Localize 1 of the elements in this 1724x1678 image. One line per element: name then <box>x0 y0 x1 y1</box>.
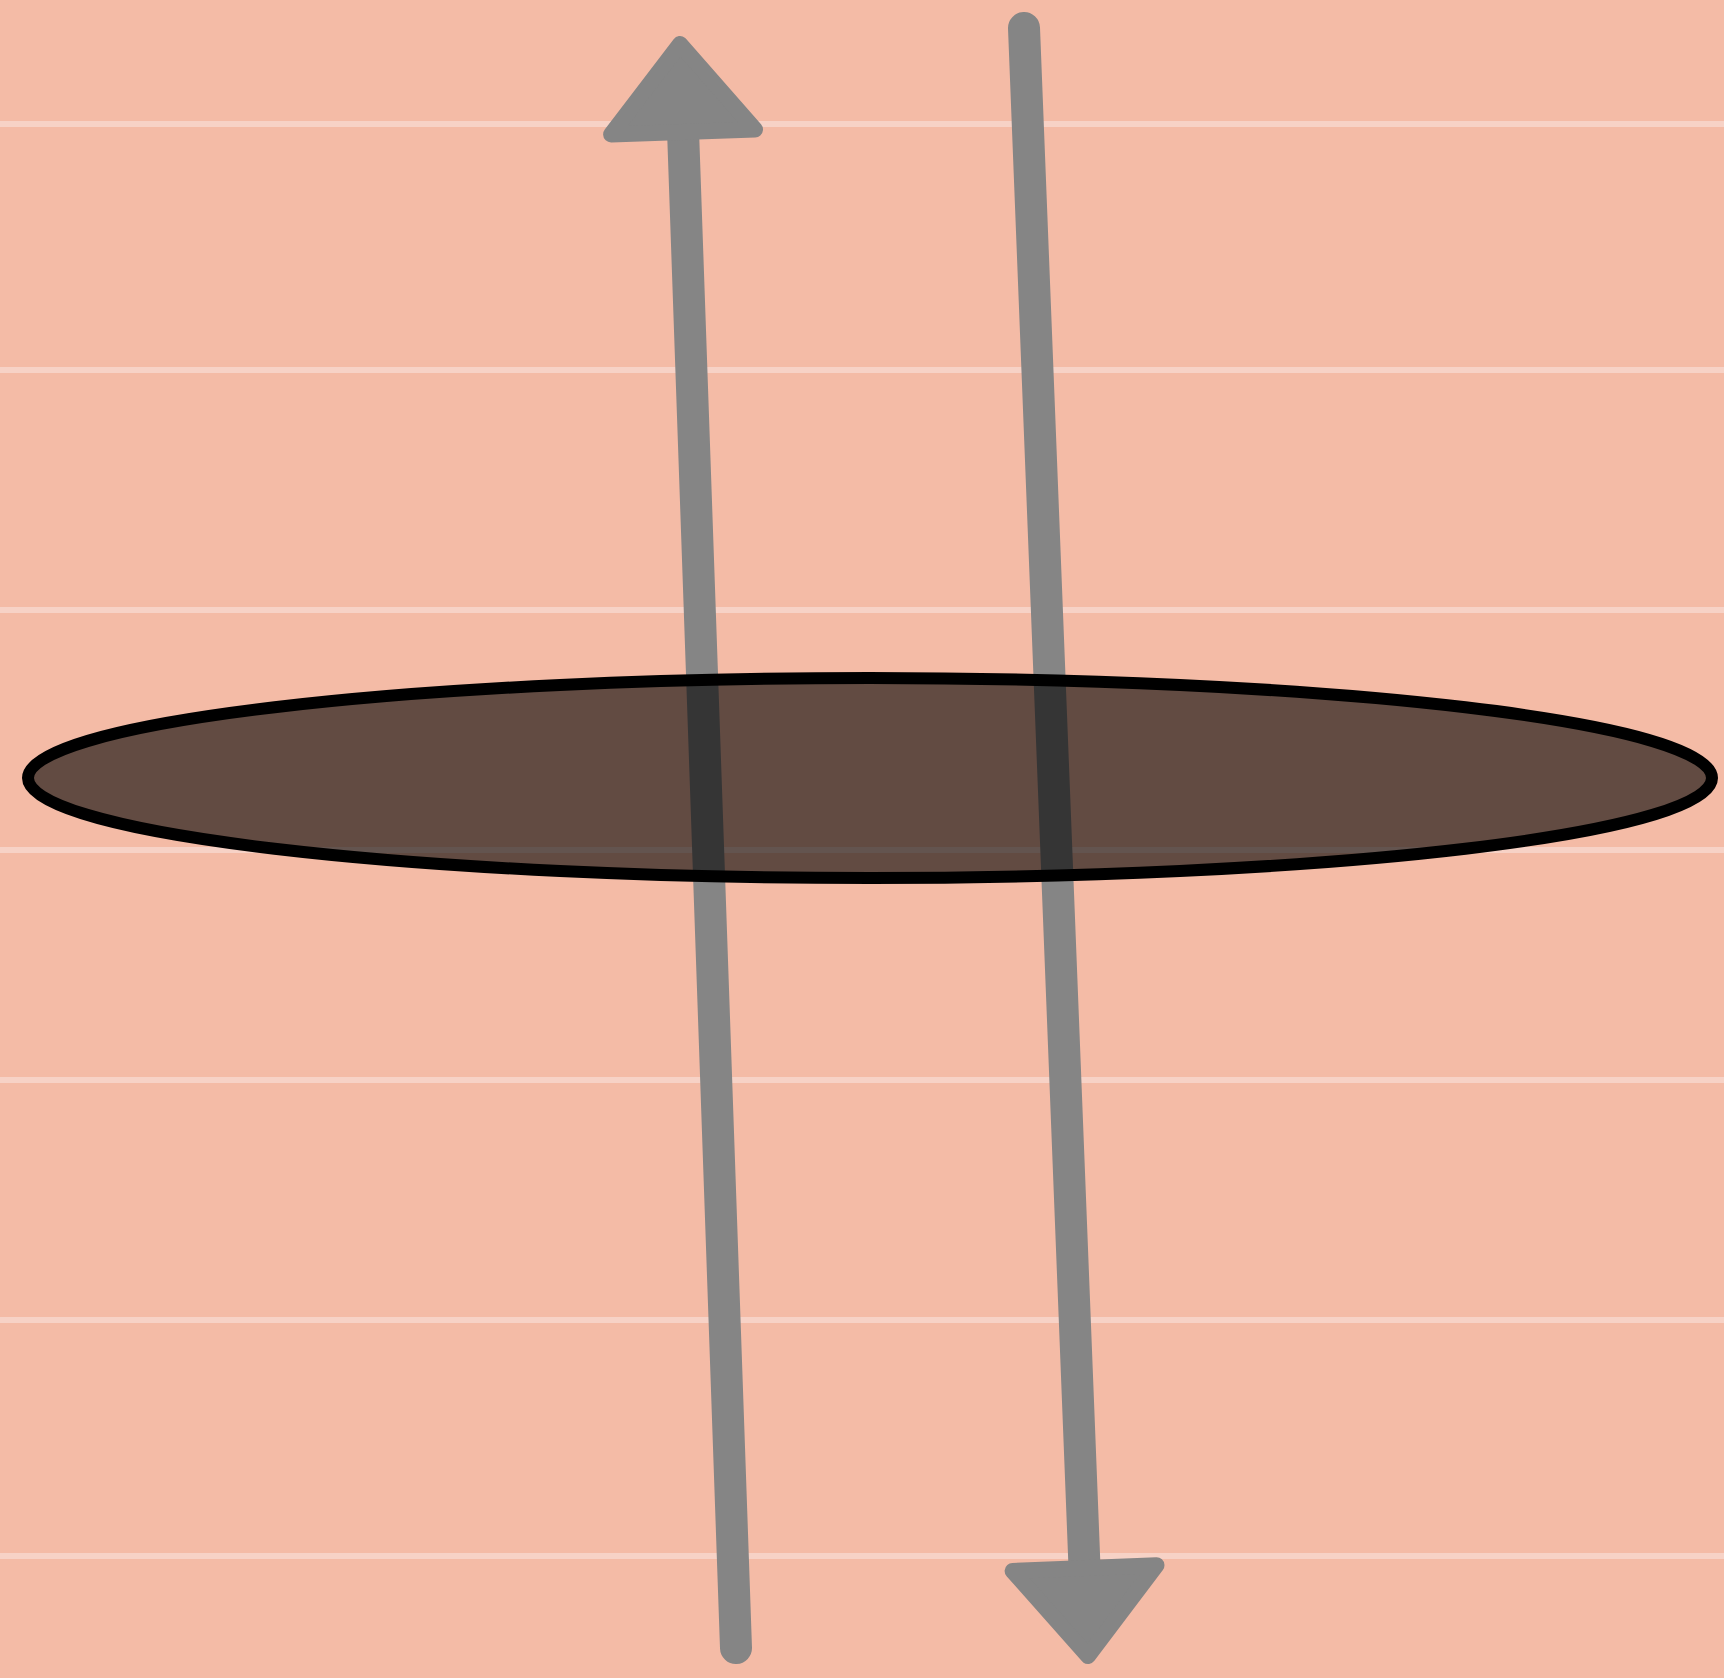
disc-shape <box>22 672 1718 884</box>
